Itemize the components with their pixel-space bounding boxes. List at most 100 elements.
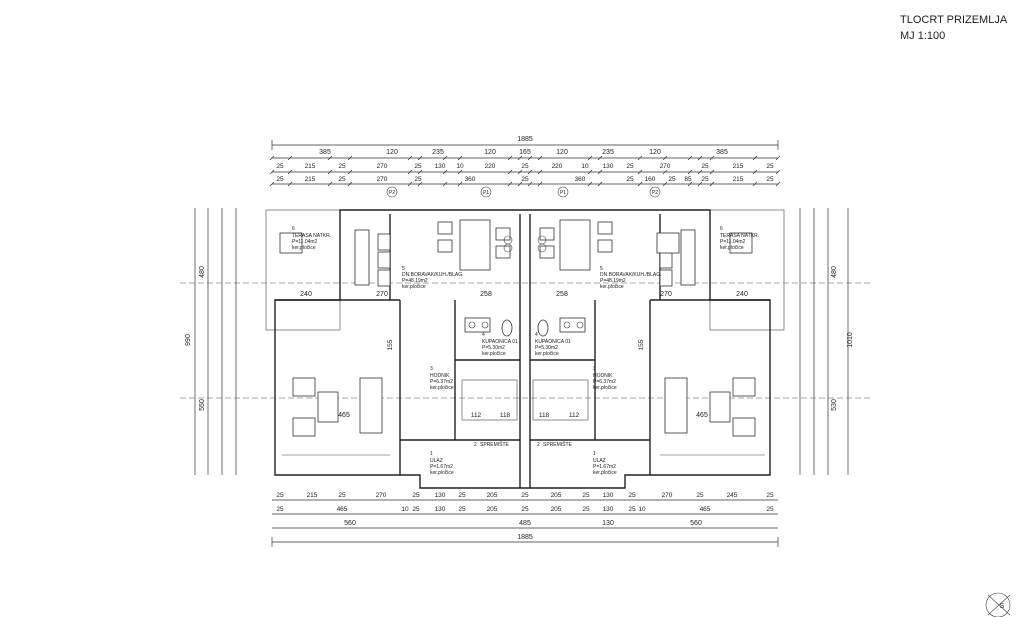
dimension-tick [709,169,715,175]
dimension-tick [442,169,448,175]
dimension-tick [407,169,413,175]
room-number: 1 [430,451,433,457]
dim-bot-b15: 25 [766,506,774,513]
drawing-scale: MJ 1:100 [900,30,946,42]
dim-top-c4: 270 [377,176,388,183]
dimension-tick [775,181,781,187]
room-label-kupaonica-left: 4 KUPAONICA 01 P=5.30m2 ker.pločice [482,332,518,357]
dim-top-c14: 215 [733,176,744,183]
dim-155-left: 155 [387,339,394,350]
dim-left-total: 990 [185,334,192,346]
dimension-tick [697,181,703,187]
room-floor: ker.pločice [292,245,316,251]
dimension-tick [327,181,333,187]
dimension-tick [687,155,693,161]
dim-top-b15: 25 [701,163,709,170]
dimension-tick [752,169,758,175]
room-label-ulaz-left: 1 ULAZ P=1.67m2 ker.pločice [430,451,454,476]
dimension-tick [527,181,533,187]
dim-top-b7: 10 [456,163,464,170]
living-left-furniture [292,377,383,437]
dim-bot-a14: 270 [662,492,673,499]
room-number: 3 [593,366,596,372]
dim-right-upper: 480 [831,266,838,278]
dim-top-a4: 120 [484,149,496,156]
dim-bot-b3: 10 [401,506,409,513]
dim-top-c10: 160 [645,176,656,183]
room-area: P=6.37m2 [430,379,453,385]
dim-bot-a17: 25 [766,492,774,499]
dim-bot-a5: 25 [412,492,420,499]
dimension-tick [457,169,463,175]
dim-top-c3: 25 [338,176,346,183]
dimension-tick [269,181,275,187]
dim-465-left: 465 [338,412,350,419]
dim-bot-b5: 130 [435,506,446,513]
dim-top-c12: 85 [684,176,692,183]
dimension-tick [417,169,423,175]
dimension-tick [457,155,463,161]
section-mark-p1-left: P1 [483,190,489,196]
dim-top-b14: 270 [660,163,671,170]
room-name: KUPAONICA 01 [482,339,518,345]
dim-240-left: 240 [300,291,312,298]
dim-bot-b6: 25 [458,506,466,513]
dim-top-b13: 25 [626,163,634,170]
dim-left-upper: 480 [199,266,206,278]
building-walls [265,209,785,489]
room-label-ulaz-right: 1 ULAZ P=1.67m2 ker.pločice [593,451,617,476]
compass-label: S [1000,603,1005,610]
dim-118-right: 118 [539,412,550,419]
dim-258-right: 258 [556,291,568,298]
dim-240-right: 240 [736,291,748,298]
dim-270-left: 270 [376,291,388,298]
dim-465-right: 465 [696,412,708,419]
dimension-tick [587,169,593,175]
dim-top-a7: 235 [602,149,614,156]
dimension-tick [507,169,513,175]
room-number: 5 [402,266,405,272]
dimension-tick [662,155,668,161]
section-mark-p2-right: P2 [652,190,658,196]
room-label-spremiste-left: 2 SPREMIŠTE [474,441,510,448]
dim-top-c1: 25 [276,176,284,183]
dim-top-c2: 215 [305,176,316,183]
dimension-tick [287,155,293,161]
room-label-dnevni-left: 5 DN.BORAVAK/KUH./BLAG. P=48.19m2 ker.pl… [402,266,464,290]
dim-top-a6: 120 [556,149,568,156]
dim-bot-a11: 25 [582,492,590,499]
room-area: P=6.37m2 [593,379,616,385]
stairs-lines [461,379,589,421]
dimension-tick [442,155,448,161]
dim-bot-b10: 25 [582,506,590,513]
dim-bot-b12: 25 [628,506,636,513]
dim-bot-b4: 25 [412,506,420,513]
dimension-tick [517,169,523,175]
dimension-tick [537,155,543,161]
dim-top-b16: 215 [733,163,744,170]
dim-top-b8: 220 [485,163,496,170]
dim-top-a5: 165 [519,149,531,156]
right-dimension-chains: 1010 480 530 [799,208,854,475]
dimension-tick [417,181,423,187]
dimension-tick [597,169,603,175]
dim-top-a3: 235 [432,149,444,156]
room-name: HODNIK [593,373,613,379]
room-label-hodnik-right: 3 HODNIK P=6.37m2 ker.pločice [593,366,617,391]
dimension-tick [537,169,543,175]
room-name: TERASA NATKR. [292,233,331,239]
dimension-tick [347,155,353,161]
dim-top-c9: 25 [626,176,634,183]
room-number: 5 [600,266,603,272]
dim-top-b17: 25 [766,163,774,170]
room-floor: ker.pločice [720,245,744,251]
dimension-tick [457,181,463,187]
dimension-tick [287,181,293,187]
dimension-tick [507,155,513,161]
dim-top-a9: 385 [716,149,728,156]
dim-top-b4: 270 [377,163,388,170]
terrace-furniture [279,232,753,254]
drawing-title: TLOCRT PRIZEMLJA [900,14,1008,26]
dim-bot-a8: 205 [487,492,498,499]
dim-total-top: 1885 [517,136,533,143]
